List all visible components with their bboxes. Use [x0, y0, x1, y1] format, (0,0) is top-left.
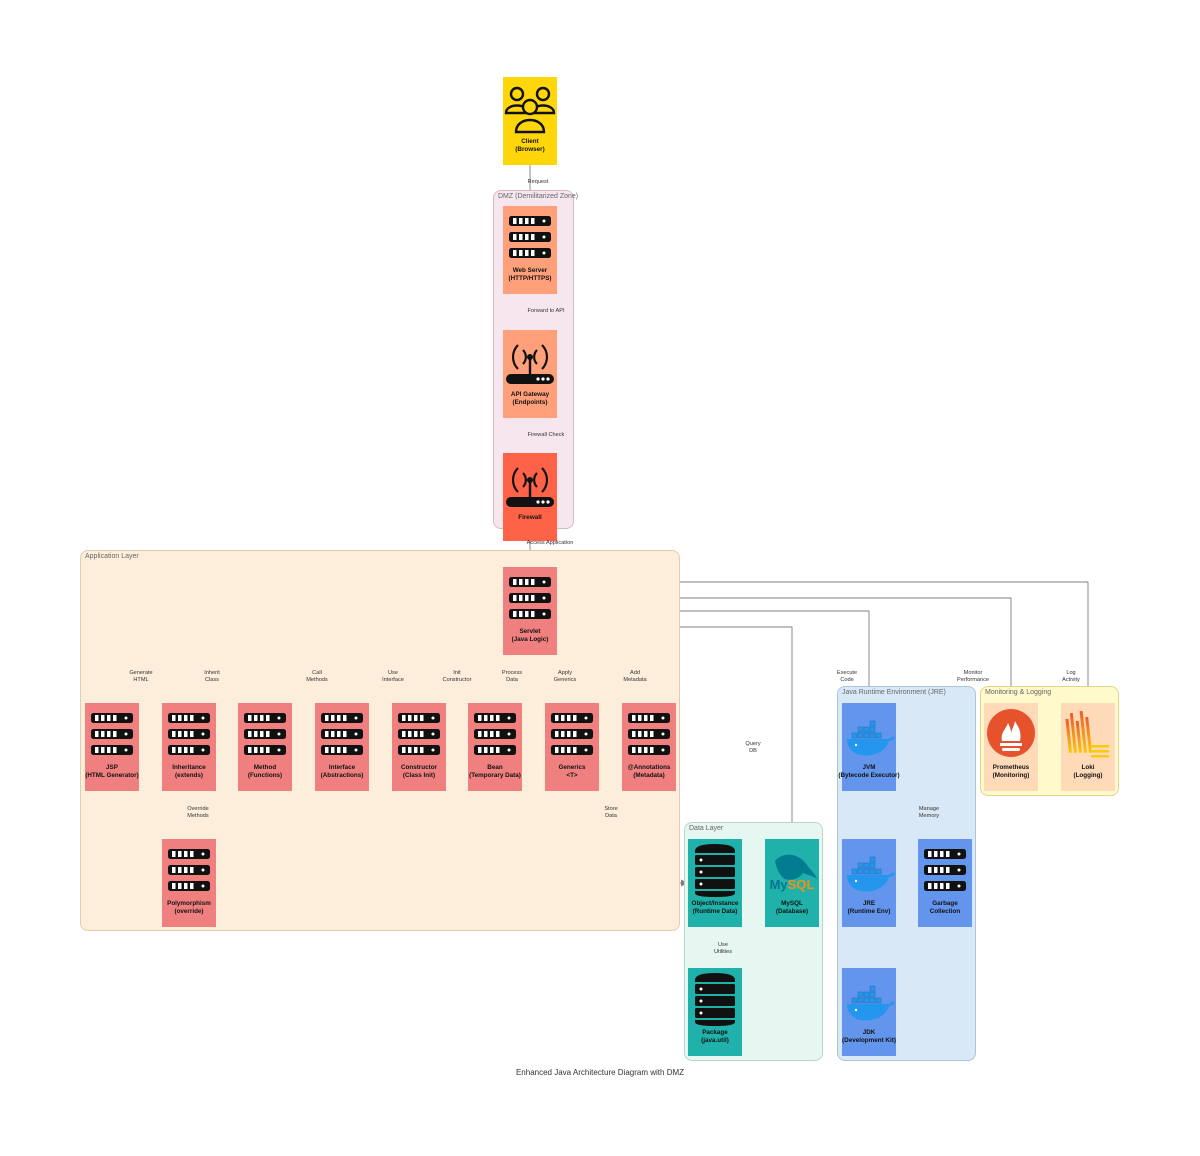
server-icon [468, 703, 522, 763]
cluster-data-layer-label: Data Layer [689, 825, 724, 832]
client-browser-node[interactable]: Client (Browser) [503, 77, 557, 165]
servlet-node[interactable]: Servlet (Java Logic) [503, 567, 557, 655]
polymorphism-label: Polymorphism (override) [167, 900, 211, 915]
edge-label-query-db: Query DB [745, 741, 761, 754]
server-icon [622, 703, 676, 763]
mysql-dolphin-icon: MySQL [765, 839, 819, 899]
method-label: Method (Functions) [247, 764, 283, 779]
edge-label-access-application: Access Application [526, 540, 574, 546]
edge-label-override-methods: Override Methods [187, 806, 209, 819]
constructor-node[interactable]: Constructor (Class Init) [392, 703, 446, 791]
database-icon [688, 839, 742, 899]
server-icon [238, 703, 292, 763]
jvm-node[interactable]: JVM (Bytecode Executor) [838, 703, 900, 791]
edge-label-forward-to-api: Forward to API [527, 308, 565, 314]
edge-label-firewall-check: Firewall Check [527, 432, 565, 438]
server-icon [162, 839, 216, 899]
jre-label: JRE (Runtime Env) [847, 900, 891, 915]
edge-label-log-activity: Log Activity [1062, 670, 1080, 683]
edge-label-store-data: Store Data [604, 806, 618, 819]
loki-bars-icon [1061, 703, 1115, 763]
polymorphism-node[interactable]: Polymorphism (override) [162, 839, 216, 927]
docker-icon [842, 703, 896, 763]
mysql-node[interactable]: MySQL MySQL (Database) [765, 839, 819, 927]
edge-servlet-loki [557, 581, 1092, 703]
jdk-label: JDK (Development Kit) [842, 1029, 896, 1044]
server-icon [918, 839, 972, 899]
api-gateway-label: API Gateway (Endpoints) [510, 391, 550, 406]
edge-label-generate-html: Generate HTML [129, 670, 153, 683]
cluster-jre-label: Java Runtime Environment (JRE) [842, 689, 946, 696]
package-label: Package (java.util) [701, 1029, 729, 1044]
generics-label: Generics <T> [558, 764, 586, 779]
cluster-dmz-label: DMZ (Demilitarized Zone) [498, 193, 579, 200]
method-node[interactable]: Method (Functions) [238, 703, 292, 791]
router-icon [503, 453, 557, 513]
object-instance-label: Object/Instance (Runtime Data) [691, 900, 739, 915]
bean-node[interactable]: Bean (Temporary Data) [468, 703, 522, 791]
edge-label-call-methods: Call Methods [306, 670, 328, 683]
client-label: Client (Browser) [515, 138, 545, 153]
servlet-label: Servlet (Java Logic) [511, 628, 549, 643]
interface-label: Interface (Abstractions) [320, 764, 364, 779]
jsp-node[interactable]: JSP (HTML Generator) [85, 703, 139, 791]
loki-node[interactable]: Loki (Logging) [1061, 703, 1115, 791]
firewall-node[interactable]: Firewall [503, 453, 557, 541]
prometheus-node[interactable]: Prometheus (Monitoring) [984, 703, 1038, 791]
users-icon [503, 77, 557, 137]
edge-label-monitor-performance: Monitor Performance [956, 670, 990, 683]
inheritance-label: Inheritance (extends) [172, 764, 206, 779]
edge-label-use-interface: Use Interface [382, 670, 404, 683]
edge-label-use-utilities: Use Utilities [713, 942, 733, 955]
annotations-node[interactable]: @Annotations (Metadata) [622, 703, 676, 791]
garbage-collection-label: Garbage Collection [929, 900, 961, 915]
package-node[interactable]: Package (java.util) [688, 968, 742, 1056]
generics-node[interactable]: Generics <T> [545, 703, 599, 791]
bean-label: Bean (Temporary Data) [469, 764, 521, 779]
edge-label-process-data: Process Data [501, 670, 523, 683]
server-icon [85, 703, 139, 763]
server-icon [315, 703, 369, 763]
cluster-monitoring-label: Monitoring & Logging [985, 689, 1052, 696]
inheritance-node[interactable]: Inheritance (extends) [162, 703, 216, 791]
edge-label-add-metadata: Add Metadata [623, 670, 647, 683]
server-icon [392, 703, 446, 763]
loki-label: Loki (Logging) [1073, 764, 1103, 779]
server-icon [503, 567, 557, 627]
garbage-collection-node[interactable]: Garbage Collection [918, 839, 972, 927]
interface-node[interactable]: Interface (Abstractions) [315, 703, 369, 791]
server-icon [162, 703, 216, 763]
prometheus-flame-icon [984, 703, 1038, 763]
edge-label-request: Request [527, 179, 549, 185]
web-server-label: Web Server (HTTP/HTTPS) [508, 267, 552, 282]
constructor-label: Constructor (Class Init) [400, 764, 438, 779]
jdk-node[interactable]: JDK (Development Kit) [842, 968, 896, 1056]
server-icon [545, 703, 599, 763]
edge-label-manage-memory: Manage Memory [918, 806, 940, 819]
firewall-label: Firewall [518, 514, 542, 521]
edge-label-apply-generics: Apply Generics [553, 670, 577, 683]
jre-node[interactable]: JRE (Runtime Env) [842, 839, 896, 927]
edge-label-inherit-class: Inherit Class [204, 670, 220, 683]
mysql-label: MySQL (Database) [775, 900, 809, 915]
server-icon [503, 206, 557, 266]
jsp-label: JSP (HTML Generator) [85, 764, 139, 779]
docker-icon [842, 839, 896, 899]
edge-label-init-constructor: Init Constructor [442, 670, 472, 683]
svg-text:MySQL: MySQL [770, 877, 815, 892]
object-instance-node[interactable]: Object/Instance (Runtime Data) [688, 839, 742, 927]
router-icon [503, 330, 557, 390]
docker-icon [842, 968, 896, 1028]
diagram-title: Enhanced Java Architecture Diagram with … [515, 1068, 685, 1077]
edge-servlet-prometheus [557, 597, 1015, 703]
cluster-application-layer-label: Application Layer [85, 553, 139, 560]
annotations-label: @Annotations (Metadata) [627, 764, 671, 779]
jvm-label: JVM (Bytecode Executor) [838, 764, 900, 779]
api-gateway-node[interactable]: API Gateway (Endpoints) [503, 330, 557, 418]
prometheus-label: Prometheus (Monitoring) [992, 764, 1030, 779]
web-server-node[interactable]: Web Server (HTTP/HTTPS) [503, 206, 557, 294]
database-icon [688, 968, 742, 1028]
edge-label-execute-code: Execute Code [836, 670, 858, 683]
